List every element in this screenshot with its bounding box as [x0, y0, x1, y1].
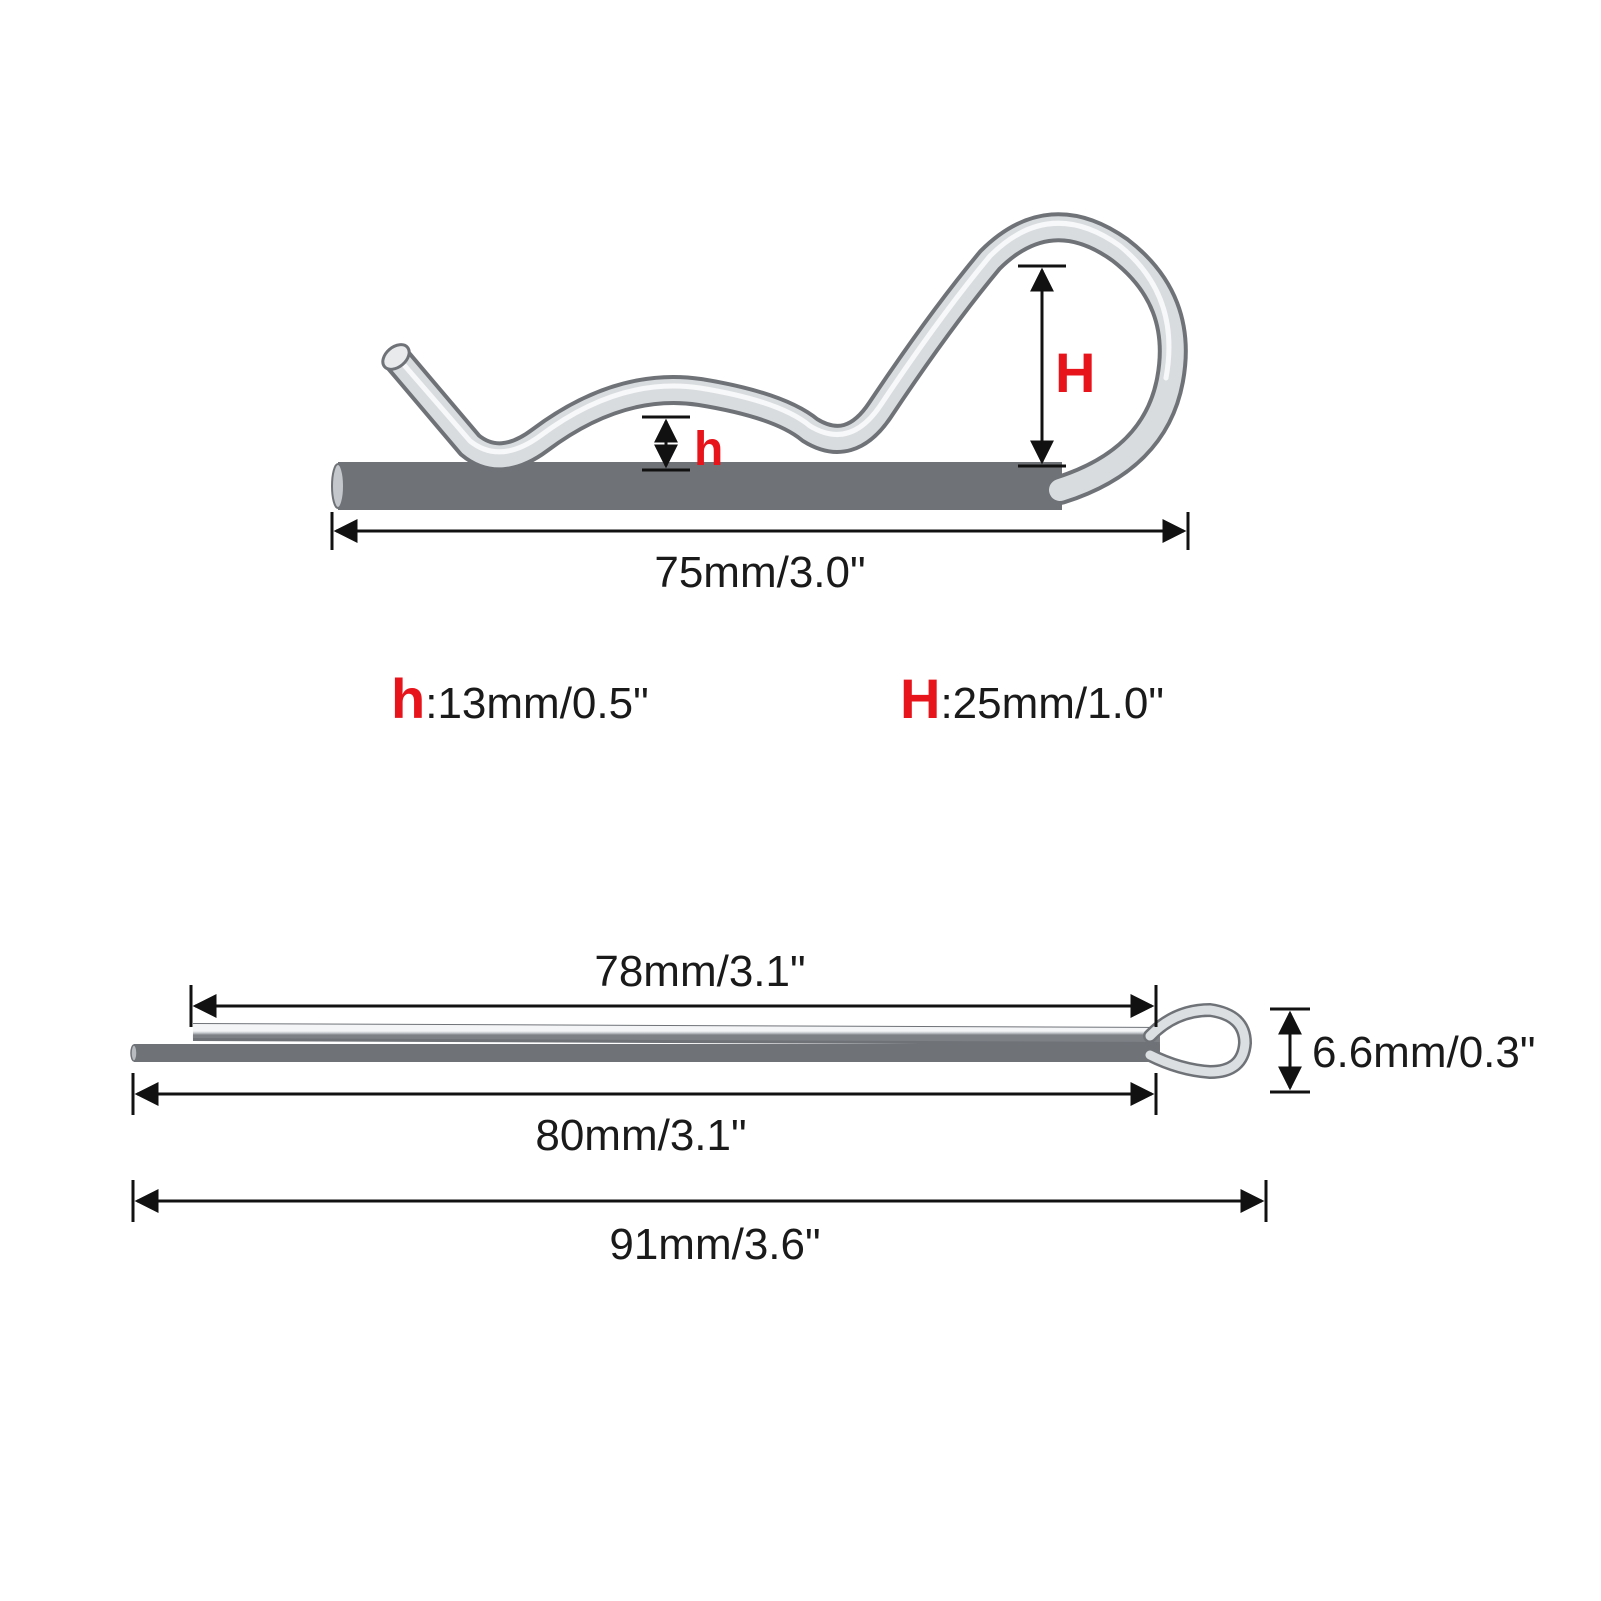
- cotter-leg-length-dimension: 78mm/3.1": [189, 947, 1158, 1027]
- legend-h-value: :13mm/0.5": [425, 679, 648, 728]
- H-dimension: H: [1018, 264, 1095, 468]
- cotter-total-length-dimension: 91mm/3.6": [131, 1180, 1268, 1269]
- hair-pin-illustration: [331, 212, 1188, 510]
- legend-H: H:25mm/1.0": [900, 667, 1164, 730]
- cotter-total-length-label: 91mm/3.6": [609, 1220, 820, 1269]
- legend-H-value: :25mm/1.0": [940, 679, 1163, 728]
- legend-H-letter: H: [900, 667, 940, 730]
- dimension-legend: h:13mm/0.5" H:25mm/1.0": [391, 667, 1164, 730]
- cotter-body-length-dimension: 80mm/3.1": [131, 1073, 1158, 1160]
- cotter-body-length-label: 80mm/3.1": [535, 1111, 746, 1160]
- cotter-leg-length-label: 78mm/3.1": [594, 947, 805, 996]
- h-marker-label: h: [694, 423, 723, 476]
- H-marker-label: H: [1055, 341, 1095, 404]
- cotter-pin-illustration: [130, 1002, 1253, 1080]
- legend-h-letter: h: [391, 667, 425, 730]
- legend-h: h:13mm/0.5": [391, 667, 649, 730]
- cotter-eye-diameter-dimension: 6.6mm/0.3": [1270, 1007, 1535, 1094]
- hair-pin-length-label: 75mm/3.0": [654, 548, 865, 597]
- h-dimension: h: [642, 415, 723, 476]
- cotter-eye-diameter-label: 6.6mm/0.3": [1312, 1028, 1535, 1077]
- hair-pin-length-dimension: 75mm/3.0": [330, 512, 1190, 597]
